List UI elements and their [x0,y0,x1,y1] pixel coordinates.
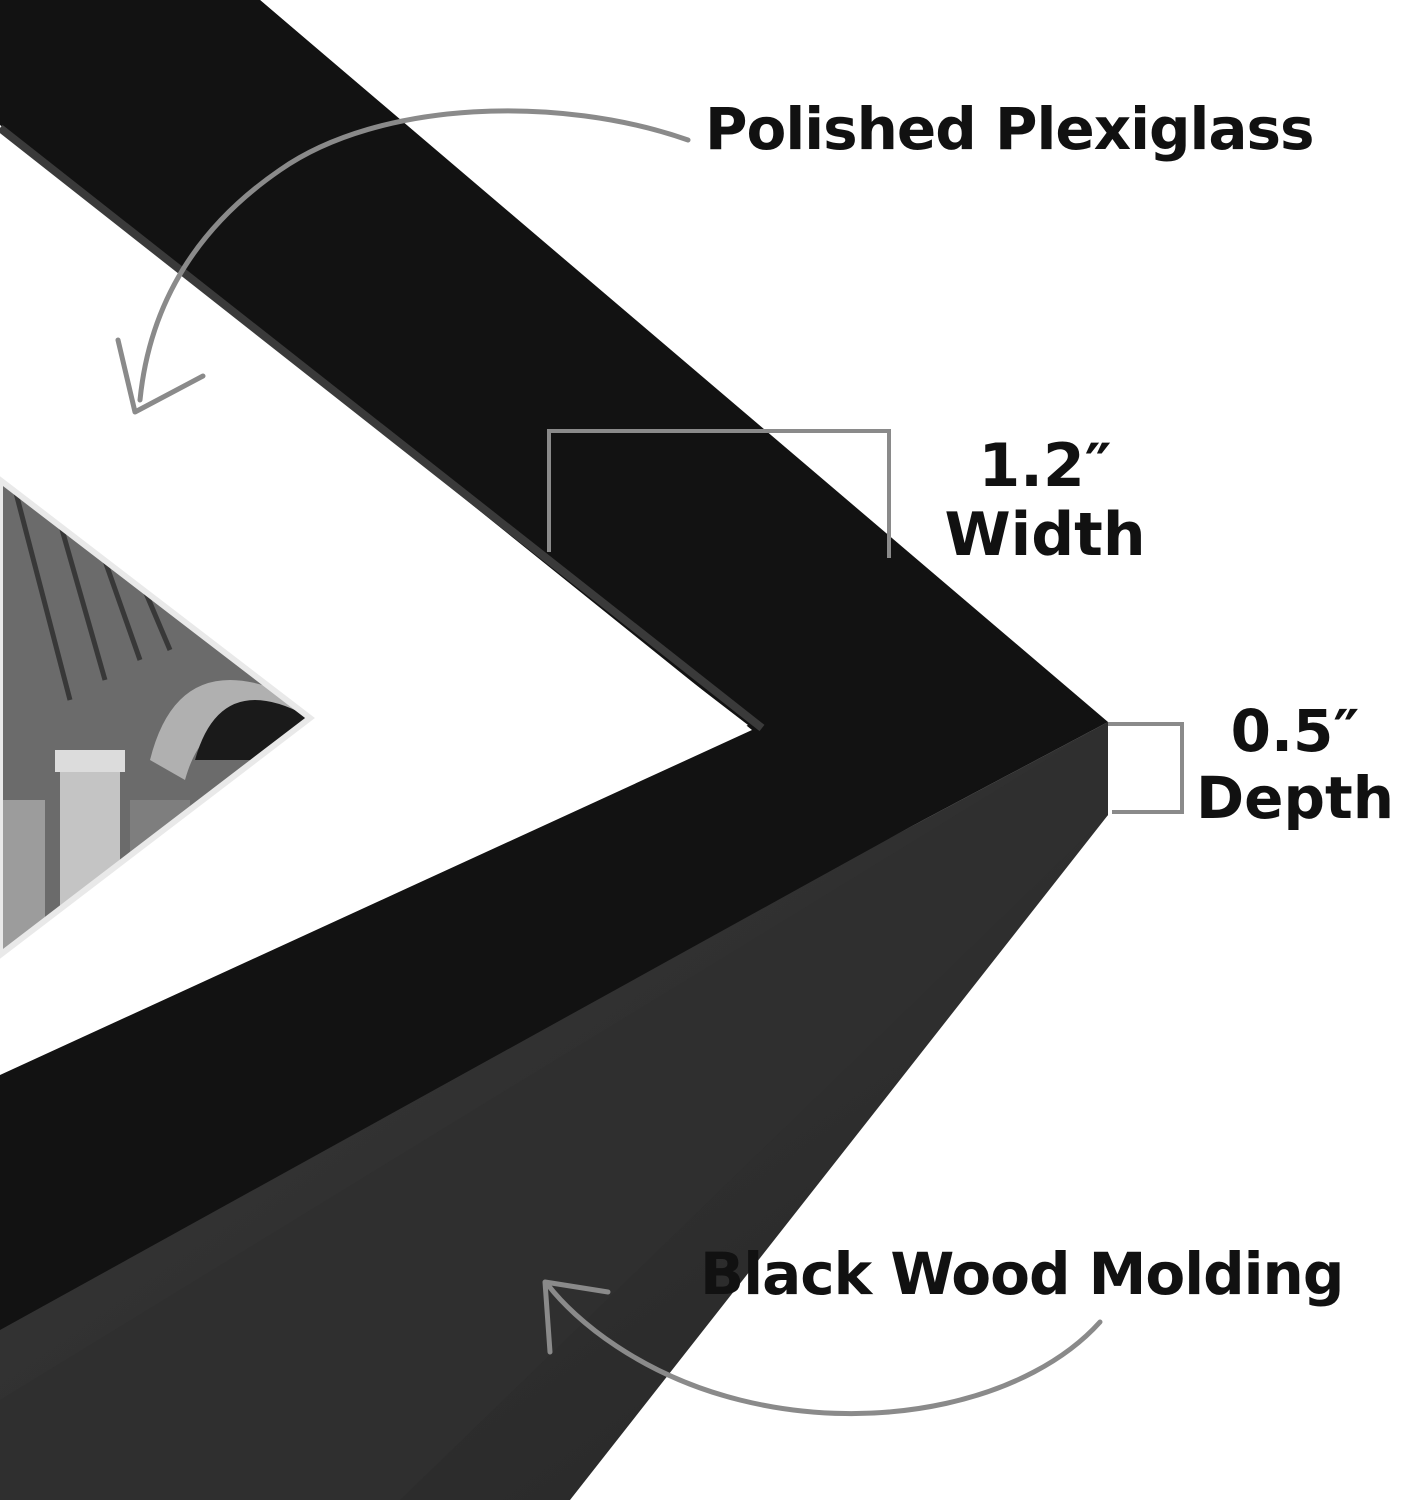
mat-board-fill [0,125,752,1075]
depth-dimension: 0.5″ Depth [1190,698,1400,831]
depth-label: Depth [1195,763,1394,832]
width-dimension: 1.2″ Width [925,432,1165,570]
molding-arrowhead [542,1279,611,1355]
width-value: 1.2″ [978,431,1112,501]
plexiglass-label: Polished Plexiglass [705,95,1315,163]
plexiglass-arrowhead [115,337,206,415]
frame-side-bevel [0,722,1108,1500]
depth-bracket [1108,722,1184,814]
plexiglass-arrow [137,108,691,403]
molding-arrow [545,1282,1103,1416]
width-bracket [547,429,891,558]
mat-edge-shadow [0,124,765,732]
depth-value: 0.5″ [1230,697,1360,765]
molding-label: Black Wood Molding [700,1240,1344,1308]
photo-border [0,476,315,959]
width-label: Width [944,500,1146,570]
